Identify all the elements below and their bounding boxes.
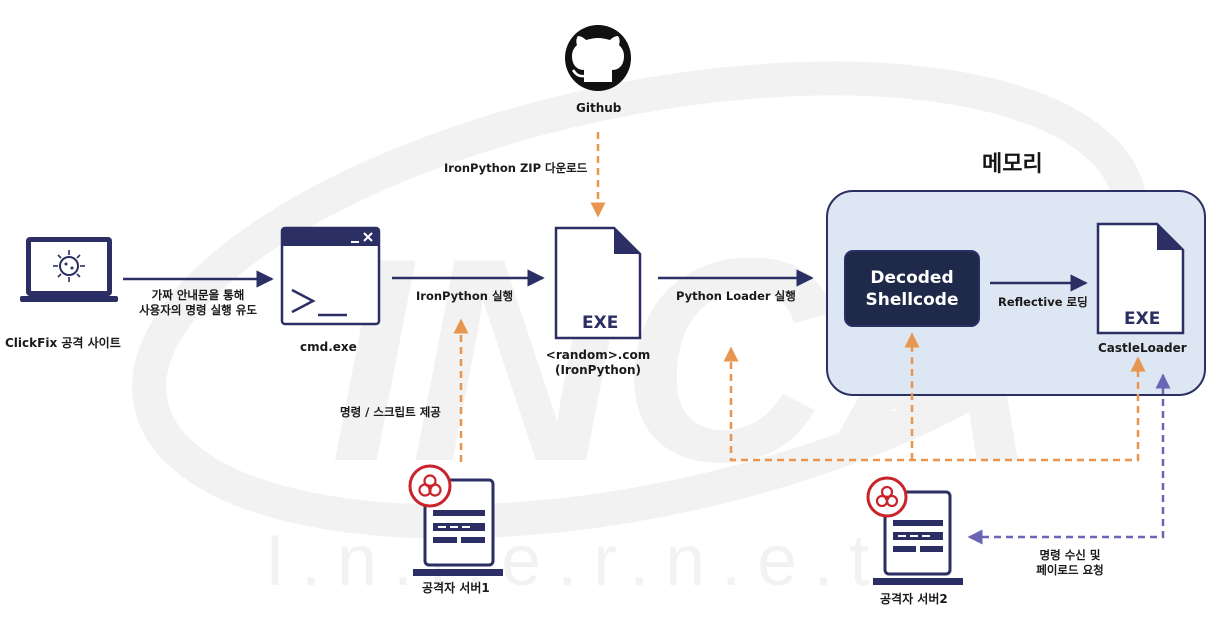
clickfix-label: ClickFix 공격 사이트 [5,336,121,350]
watermark-subtext: I.n.t.e.r.n.e.t [265,521,885,601]
biohazard-icon [866,476,908,518]
terminal-window-icon [280,226,381,326]
shellcode-text: Decoded Shellcode [845,267,979,311]
random-exe-label: <random>.com (IronPython) [538,348,658,378]
shellcode-line1: Decoded [870,268,954,288]
laptop-virus-icon [20,237,118,302]
castle-file-tag: EXE [1124,309,1161,329]
cmd-label: cmd.exe [300,340,357,354]
exe-file-icon [554,226,642,340]
arrow-castle-to-server2 [967,373,1171,545]
exe-file-tag: EXE [582,313,619,333]
edge-clickfix-cmd-line1: 가짜 안내문을 통해 [151,288,245,302]
random-exe-line2: (IronPython) [554,363,642,377]
github-icon [565,25,631,91]
edge-exe-memory-label: Python Loader 실행 [676,289,796,303]
edge-castle-server2-line1: 명령 수신 및 [1039,548,1101,562]
edge-server1-cmd-label: 명령 / 스크립트 제공 [340,405,441,419]
shellcode-box [844,250,980,327]
shellcode-line2: Shellcode [865,290,959,310]
edge-clickfix-cmd-line2: 사용자의 명령 실행 유도 [139,303,257,317]
server1-label: 공격자 서버1 [422,581,490,595]
server2-icon [873,490,963,585]
edge-clickfix-cmd-label: 가짜 안내문을 통해 사용자의 명령 실행 유도 [128,288,268,318]
castle-label: CastleLoader [1098,341,1187,355]
github-label: Github [576,101,622,115]
edge-castle-server2-label: 명령 수신 및 페이로드 요청 [1025,548,1115,578]
random-exe-line1: <random>.com [545,348,651,362]
edge-github-exe-label: IronPython ZIP 다운로드 [444,161,588,175]
edge-castle-server2-line2: 페이로드 요청 [1036,563,1104,577]
edge-cmd-exe-label: IronPython 실행 [416,289,514,303]
memory-title: 메모리 [982,152,1043,177]
biohazard-icon [408,464,452,508]
edge-shell-castle-label: Reflective 로딩 [998,295,1088,309]
castleloader-file-icon [1096,222,1185,335]
server2-label: 공격자 서버2 [880,592,948,606]
